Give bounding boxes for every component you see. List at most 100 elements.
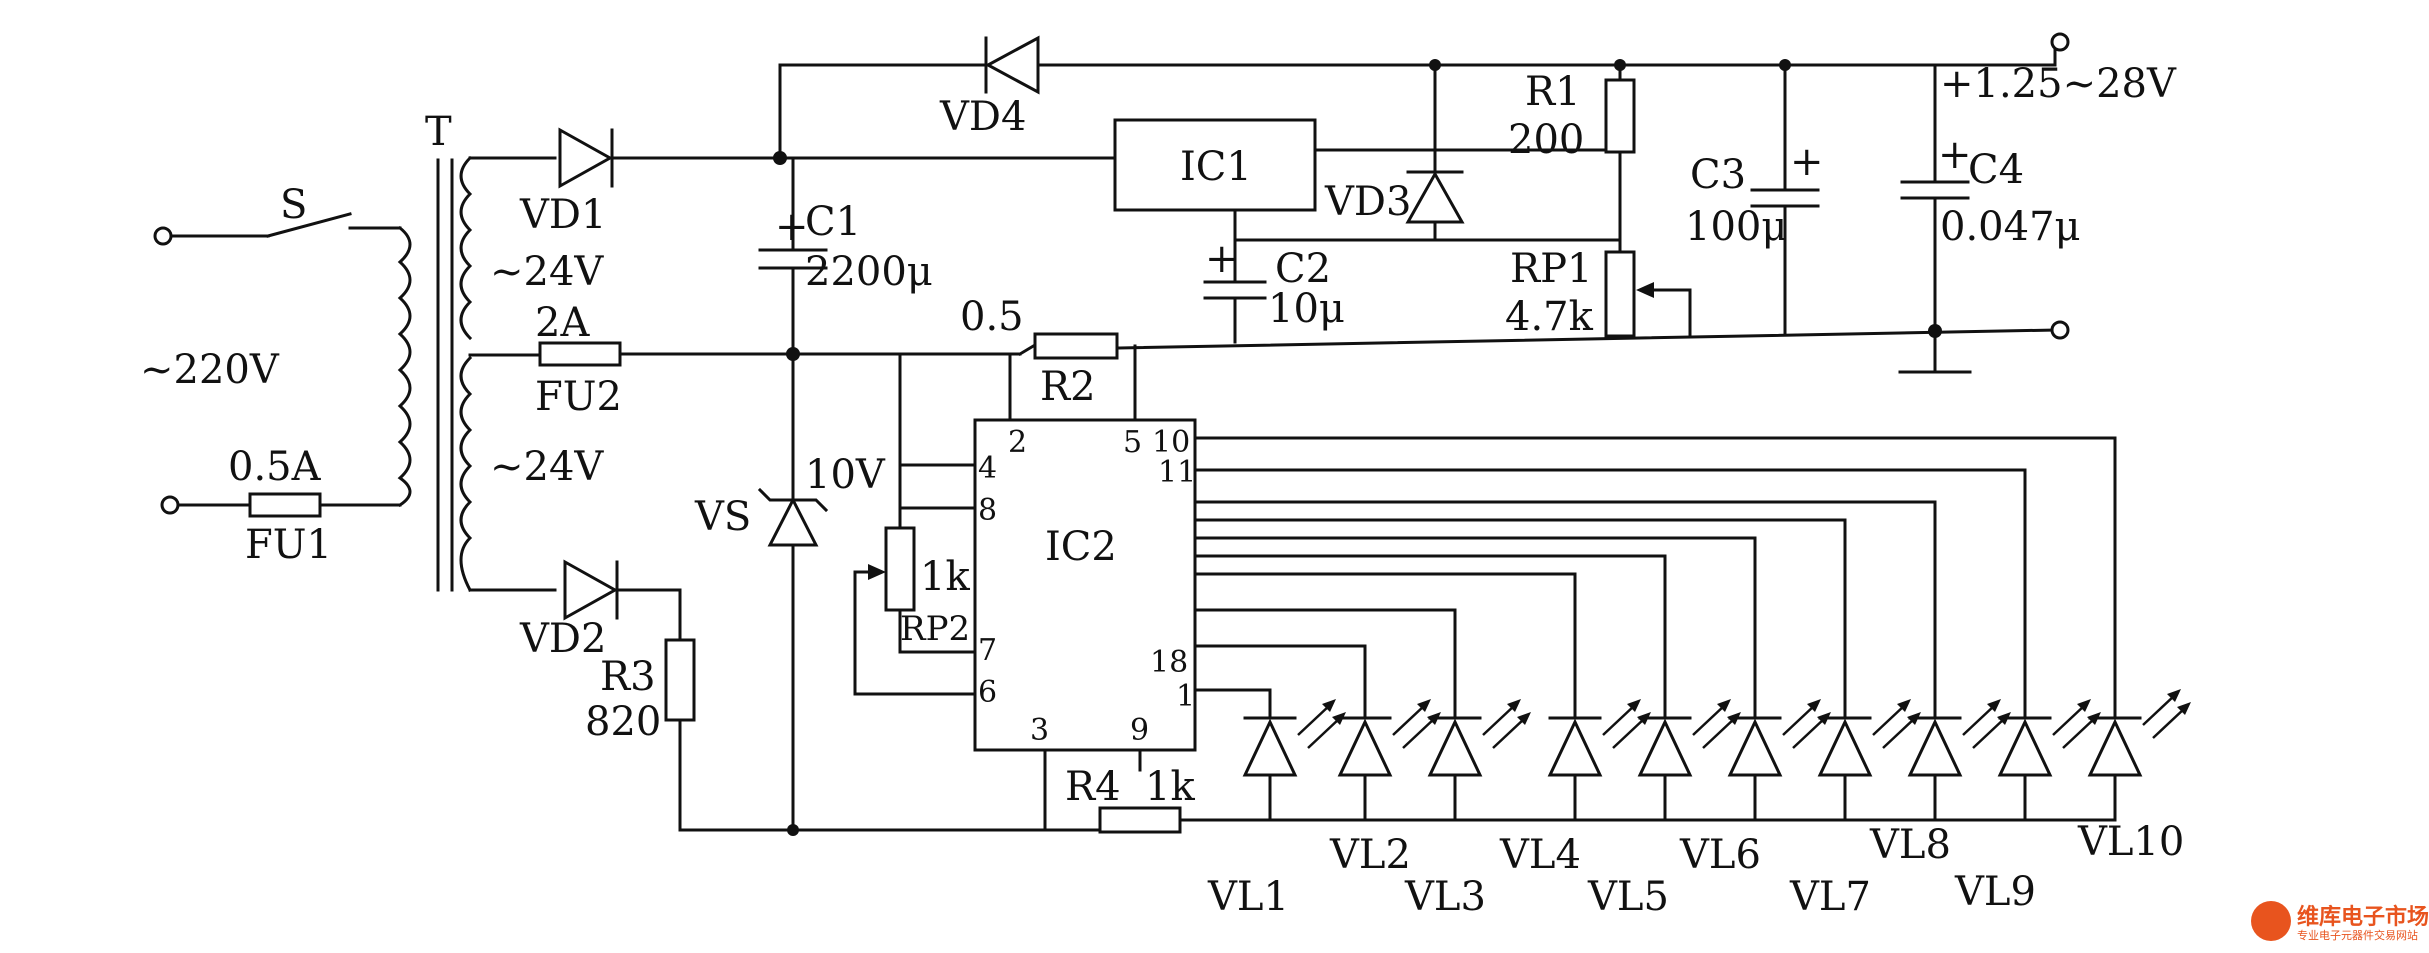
output-terminal-positive[interactable] (2050, 32, 2070, 52)
output-voltage-range: +1.25~28V (1940, 61, 2177, 107)
ic2-pin-3: 3 (1030, 713, 1049, 748)
fuse-fu1 (248, 492, 322, 518)
resistor-r4-value: 1k (1145, 764, 1195, 810)
led-vl10 (2087, 689, 2191, 822)
watermark-logo-icon (2251, 901, 2291, 941)
driver-ic2: IC2 2 5 10 11 4 8 7 6 18 1 3 9 (853, 418, 1197, 832)
fuse1-rating-label: 0.5A (228, 444, 322, 490)
output-terminal-negative[interactable] (2050, 320, 2070, 340)
zener-vs-label: VS (694, 494, 751, 540)
junction-dots (787, 59, 1791, 836)
fuse2-rating-label: 2A (535, 300, 590, 346)
resistor-r2: 0.5 R2 (898, 294, 1137, 537)
led-vl6-label: VL6 (1679, 832, 1761, 878)
led-vl7-label: VL7 (1789, 874, 1871, 920)
led-vl8 (1907, 699, 2011, 822)
led-vl1 (1242, 699, 1346, 822)
resistor-r3-value: 820 (585, 699, 661, 745)
resistor-r2-value: 0.5 (960, 294, 1024, 340)
led-vl3 (1427, 699, 1531, 822)
led-vl10-label: VL10 (2077, 819, 2184, 865)
resistor-r4-label: R4 (1065, 764, 1121, 810)
capacitor-c1-value: 2200μ (805, 249, 933, 295)
led-vl5 (1637, 699, 1741, 822)
led-vl4 (1547, 699, 1651, 822)
potentiometer-rp2-value: 1k (920, 554, 970, 600)
resistor-r3-label: R3 (600, 654, 656, 700)
fuse2-label: FU2 (535, 374, 622, 420)
capacitor-c2-value: 10μ (1268, 286, 1345, 332)
watermark-brand: 维库电子市场网 (2297, 905, 2429, 930)
ic2-pin-8: 8 (978, 493, 997, 528)
capacitor-c4-value: 0.047μ (1940, 204, 2081, 250)
capacitor-c1-label: C1 (805, 199, 861, 245)
resistor-r4: R4 1k (1065, 764, 1272, 834)
diode-vd4: VD4 (939, 35, 1040, 140)
led-vl4-label: VL4 (1499, 832, 1581, 878)
ic2-pin-1: 1 (1176, 679, 1195, 714)
capacitor-c1: + C1 2200μ (758, 156, 933, 356)
diode-vd1: VD1 (519, 127, 682, 238)
capacitor-c3: + C3 100μ (1685, 63, 1824, 336)
led-array: VL1 VL2 VL3 VL4 VL5 VL6 VL7 VL8 VL9 VL10 (1207, 689, 2191, 920)
ic2-pin-6: 6 (978, 675, 997, 710)
potentiometer-rp2: 1k RP2 (853, 526, 970, 696)
winding-upper-voltage: ~24V (490, 249, 604, 295)
potentiometer-rp1-label: RP1 (1510, 246, 1592, 292)
regulator-ic1-label: IC1 (1180, 144, 1252, 190)
zener-vs: VS 10V (694, 352, 886, 832)
diode-vd3-label: VD3 (1324, 179, 1411, 225)
diode-vd3: VD3 (1324, 63, 1465, 242)
winding-lower-voltage: ~24V (490, 444, 604, 490)
ic2-pin-4: 4 (978, 451, 997, 486)
resistor-r1-label: R1 (1525, 69, 1581, 115)
transformer: T ~24V ~24V (397, 109, 604, 593)
mains-voltage-label: ~220V (140, 347, 280, 393)
led-vl6 (1727, 699, 1831, 822)
output-terminals: +1.25~28V (1940, 32, 2177, 340)
capacitor-c2-plus: + (1205, 236, 1239, 282)
switch-blade[interactable] (266, 212, 352, 238)
rails (618, 63, 2057, 832)
capacitor-c1-plus: + (775, 204, 809, 250)
capacitor-c4: + C4 0.047μ (1898, 63, 2081, 374)
diode-vd2-label: VD2 (519, 616, 606, 662)
resistor-r2-label: R2 (1040, 364, 1096, 410)
resistor-r1: R1 200 (1508, 63, 1636, 254)
resistor-r1-value: 200 (1508, 117, 1584, 163)
watermark-tagline: 专业电子元器件交易网站 (2297, 929, 2418, 942)
capacitor-c2: + C2 10μ (1203, 236, 1622, 344)
led-vl8-label: VL8 (1869, 822, 1951, 868)
led-vl9 (1997, 699, 2101, 822)
diode-vd1-label: VD1 (519, 192, 606, 238)
mains-terminal-top[interactable] (153, 226, 173, 246)
led-vl2-label: VL2 (1329, 832, 1411, 878)
diode-vd4-label: VD4 (939, 94, 1026, 140)
fuse1-label: FU1 (245, 522, 332, 568)
transformer-label: T (425, 109, 452, 155)
fuse-fu2: 2A FU2 (535, 300, 622, 420)
switch-label: S (280, 182, 307, 228)
mains-terminal-bottom[interactable] (160, 495, 180, 515)
led-vl9-label: VL9 (1954, 869, 2036, 915)
watermark: 维库电子市场网 专业电子元器件交易网站 (2251, 899, 2429, 947)
ic2-pin-10: 10 (1152, 425, 1190, 460)
ic2-pin-7: 7 (978, 633, 997, 668)
capacitor-c3-value: 100μ (1685, 204, 1787, 250)
capacitor-c3-plus: + (1790, 139, 1824, 185)
potentiometer-rp1-value: 4.7k (1505, 294, 1594, 340)
capacitor-c2-label: C2 (1275, 246, 1331, 292)
ic2-pin-2: 2 (1008, 425, 1027, 460)
diode-vd2: VD2 (519, 559, 682, 662)
led-vl3-label: VL3 (1404, 874, 1486, 920)
capacitor-c3-label: C3 (1690, 152, 1746, 198)
led-vl5-label: VL5 (1587, 874, 1669, 920)
potentiometer-rp1: RP1 4.7k (1505, 246, 1692, 340)
resistor-r3: R3 820 (585, 588, 696, 832)
potentiometer-rp2-label: RP2 (900, 609, 970, 649)
capacitor-c4-label: C4 (1968, 147, 2024, 193)
driver-ic2-label: IC2 (1045, 524, 1117, 570)
regulator-ic1: IC1 (1113, 118, 1622, 242)
ic2-pin-18: 18 (1150, 645, 1188, 680)
